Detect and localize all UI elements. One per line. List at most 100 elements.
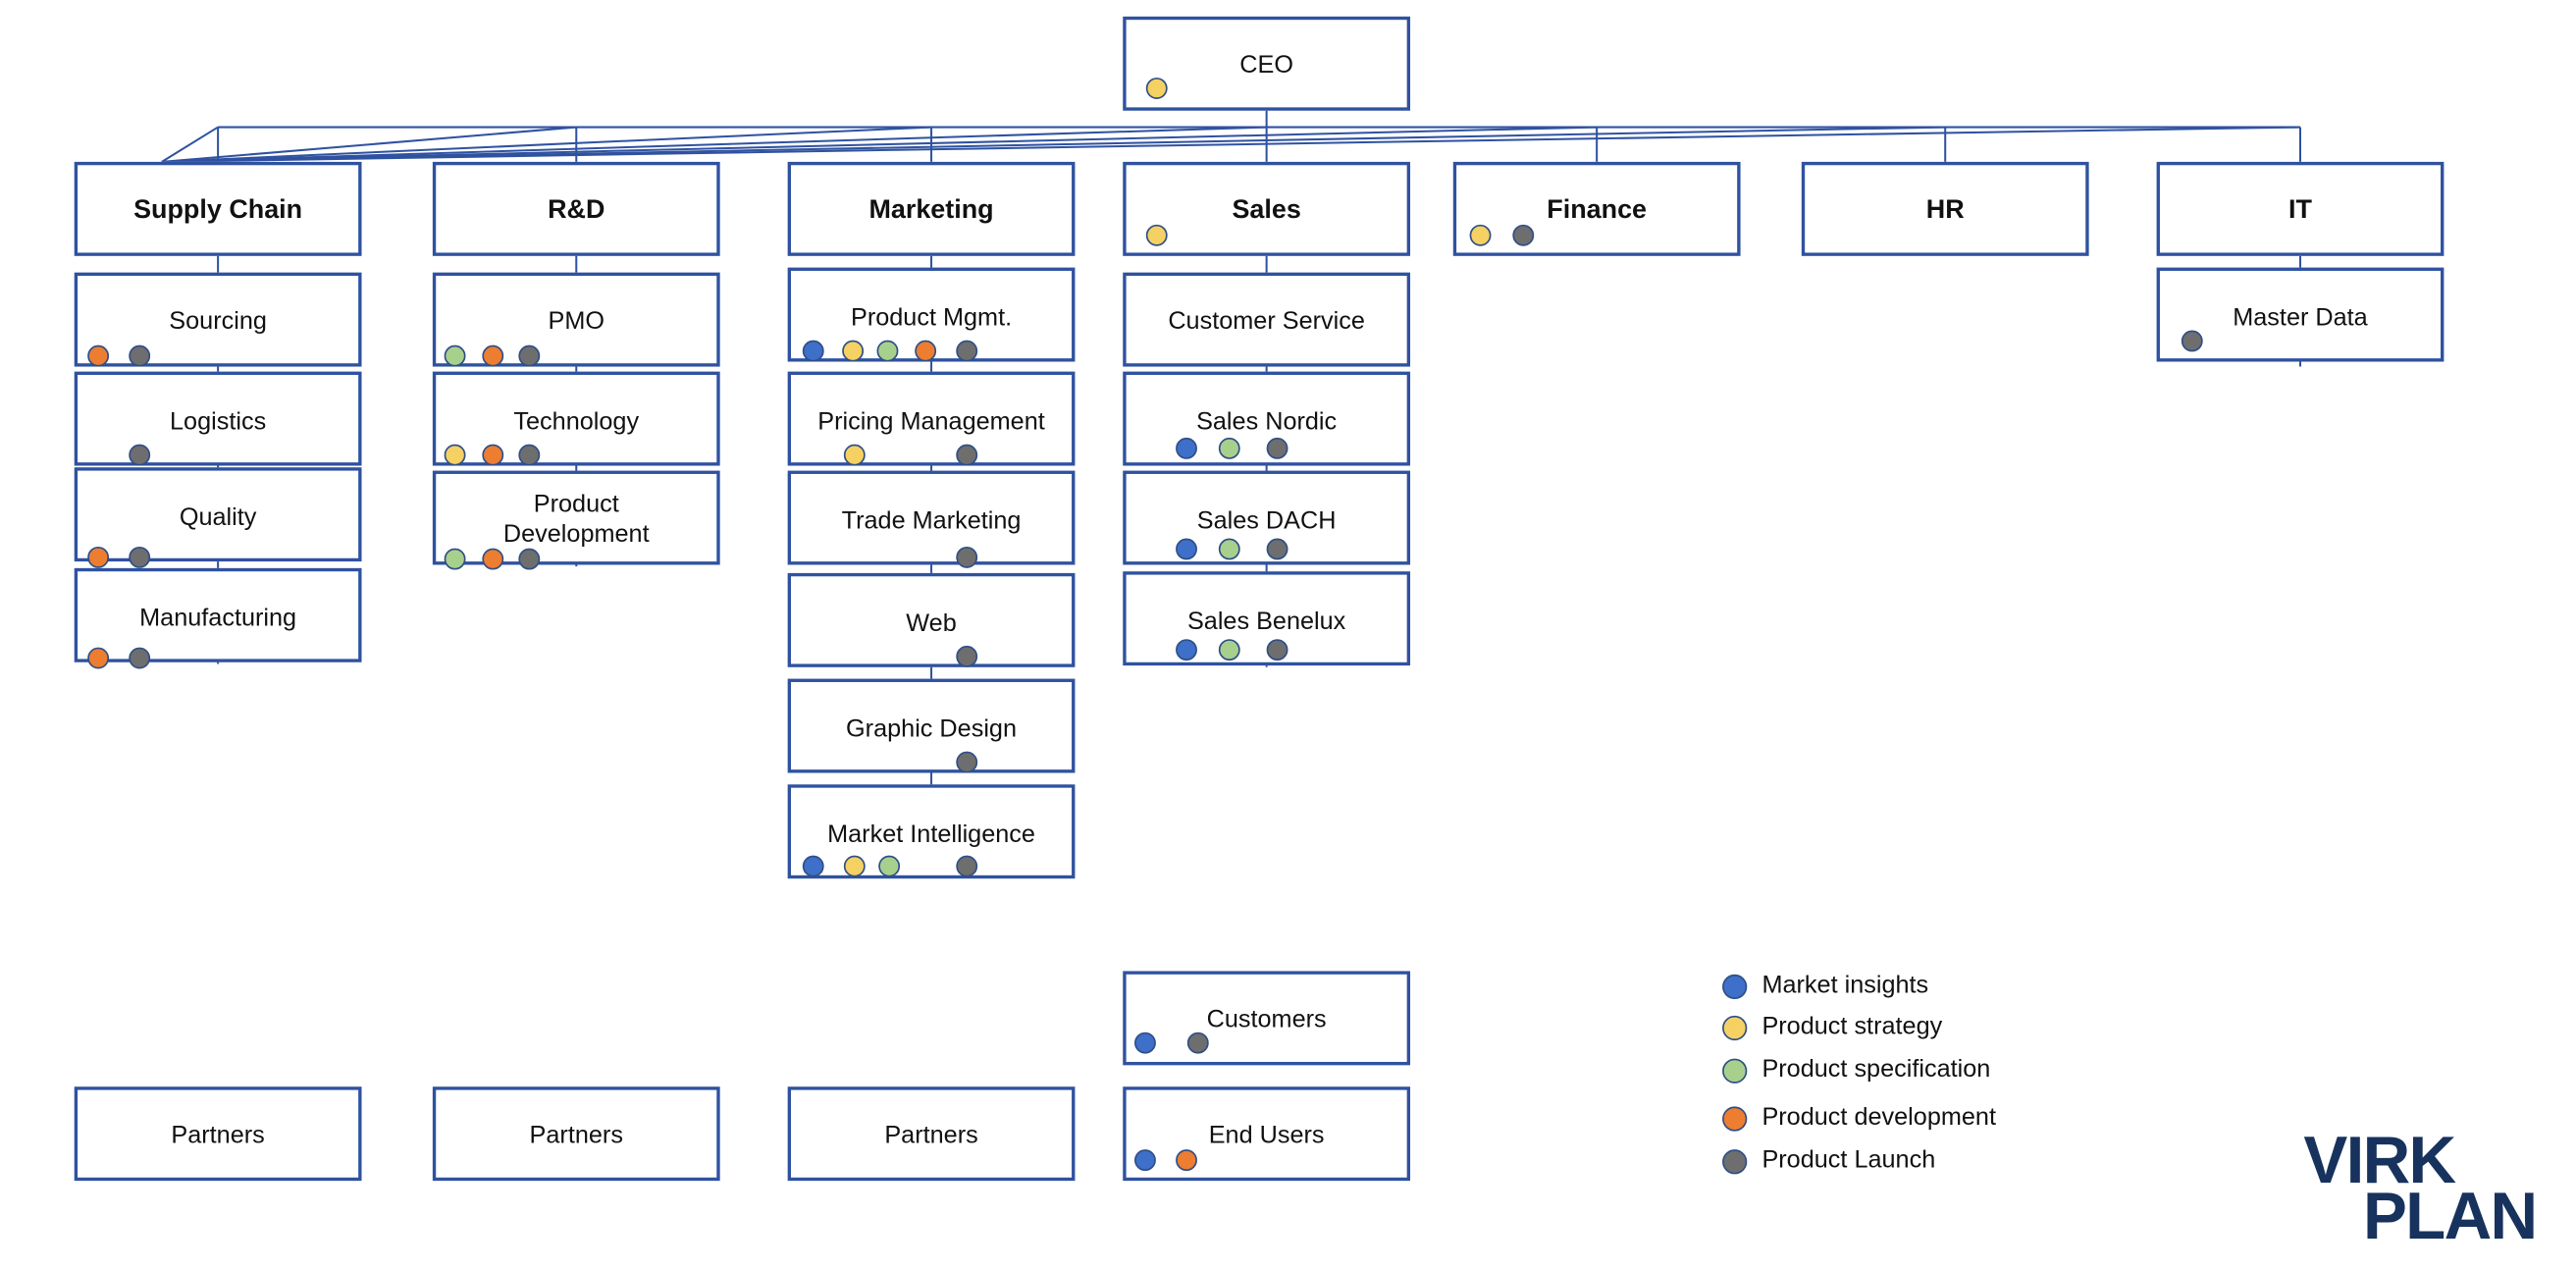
unit-quality[interactable]: Quality: [74, 467, 362, 568]
specification-dot-icon: [444, 344, 466, 367]
unit-logistics[interactable]: Logistics: [74, 371, 362, 466]
legend-label: Product development: [1761, 1103, 1996, 1132]
department-hr[interactable]: HR: [1801, 161, 2089, 256]
logo-line-2: PLAN: [2362, 1181, 2538, 1254]
box-label: Finance: [1547, 196, 1648, 225]
unit-customer-service[interactable]: Customer Service: [1123, 272, 1411, 367]
development-dot-icon: [1722, 1106, 1748, 1132]
external-partners-supply-chain[interactable]: Partners: [74, 1086, 362, 1182]
box-label: Sales Benelux: [1186, 608, 1346, 636]
box-label: Quality: [179, 503, 257, 532]
box-label: R&D: [548, 196, 605, 225]
legend-label: Product specification: [1761, 1055, 1991, 1084]
insights-dot-icon: [1134, 1149, 1156, 1172]
external-customers[interactable]: Customers: [1123, 971, 1411, 1066]
unit-graphic-design[interactable]: Graphic Design: [787, 678, 1076, 773]
box-label: Partners: [171, 1121, 265, 1150]
box-label: Web: [906, 609, 957, 638]
department-it[interactable]: IT: [2156, 161, 2445, 256]
box-label: Partners: [884, 1121, 978, 1150]
specification-dot-icon: [878, 855, 901, 877]
box-label: IT: [2288, 196, 2312, 225]
launch-dot-icon: [129, 546, 151, 568]
department-marketing[interactable]: Marketing: [787, 161, 1076, 256]
unit-web[interactable]: Web: [787, 572, 1076, 667]
launch-dot-icon: [956, 546, 978, 568]
connector-line: [161, 126, 219, 163]
ceo-box[interactable]: CEO: [1123, 16, 1411, 111]
box-label: Customer Service: [1168, 306, 1365, 336]
unit-sourcing[interactable]: Sourcing: [74, 272, 362, 367]
unit-sales-nordic[interactable]: Sales Nordic: [1123, 371, 1411, 466]
box-label: Partners: [529, 1121, 623, 1150]
box-label: Sales Nordic: [1196, 407, 1338, 437]
unit-sales-dach[interactable]: Sales DACH: [1123, 470, 1411, 565]
box-label: Supply Chain: [133, 196, 303, 225]
department-rnd[interactable]: R&D: [432, 161, 720, 256]
legend-label: Product strategy: [1761, 1012, 1943, 1041]
launch-dot-icon: [1722, 1149, 1748, 1175]
launch-dot-icon: [956, 855, 978, 877]
launch-dot-icon: [1266, 538, 1288, 560]
development-dot-icon: [482, 344, 504, 367]
unit-technology[interactable]: Technology: [432, 371, 720, 466]
development-dot-icon: [915, 340, 937, 362]
strategy-dot-icon: [1145, 224, 1168, 246]
box-label: Sales: [1232, 196, 1301, 225]
external-partners-rnd[interactable]: Partners: [432, 1086, 720, 1182]
box-label: Logistics: [170, 407, 267, 437]
launch-dot-icon: [1266, 437, 1288, 459]
specification-dot-icon: [1722, 1058, 1748, 1084]
strategy-dot-icon: [843, 855, 866, 877]
launch-dot-icon: [518, 344, 541, 367]
unit-product-development[interactable]: Product Development: [432, 470, 720, 570]
unit-pmo[interactable]: PMO: [432, 272, 720, 367]
strategy-dot-icon: [842, 340, 865, 362]
connector-line: [161, 126, 577, 163]
box-label: Pricing Management: [817, 407, 1045, 437]
specification-dot-icon: [444, 548, 466, 570]
department-finance[interactable]: Finance: [1452, 161, 1741, 256]
unit-product-mgmt[interactable]: Product Mgmt.: [787, 267, 1076, 362]
strategy-dot-icon: [1722, 1015, 1748, 1041]
box-label: Manufacturing: [139, 604, 297, 633]
connector-line: [161, 126, 1267, 163]
box-label: PMO: [548, 306, 605, 336]
unit-sales-benelux[interactable]: Sales Benelux: [1123, 571, 1411, 666]
launch-dot-icon: [956, 444, 978, 466]
launch-dot-icon: [518, 444, 541, 466]
external-end-users[interactable]: End Users: [1123, 1086, 1411, 1182]
launch-dot-icon: [129, 444, 151, 466]
insights-dot-icon: [1176, 538, 1197, 560]
strategy-dot-icon: [444, 444, 466, 466]
unit-manufacturing[interactable]: Manufacturing: [74, 567, 362, 669]
box-label: CEO: [1239, 51, 1293, 79]
virkplan-logo: VIRK PLAN: [2303, 1124, 2538, 1254]
unit-trade-marketing[interactable]: Trade Marketing: [787, 470, 1076, 568]
insights-dot-icon: [1134, 1032, 1156, 1054]
external-partners-marketing[interactable]: Partners: [787, 1086, 1076, 1182]
development-dot-icon: [87, 647, 110, 669]
box-label: Market Intelligence: [827, 820, 1035, 849]
unit-master-data[interactable]: Master Data: [2156, 267, 2445, 362]
legend-label: Market insights: [1761, 971, 1929, 1000]
specification-dot-icon: [1218, 639, 1240, 661]
department-supply-chain[interactable]: Supply Chain: [74, 161, 362, 256]
launch-dot-icon: [129, 647, 151, 669]
logo-line-1: VIRK: [2303, 1124, 2456, 1197]
development-dot-icon: [87, 546, 110, 568]
specification-dot-icon: [1218, 538, 1240, 560]
insights-dot-icon: [1176, 437, 1197, 459]
legend-label: Product Launch: [1761, 1145, 1936, 1175]
launch-dot-icon: [1186, 1032, 1209, 1054]
insights-dot-icon: [1176, 639, 1197, 661]
box-label: Customers: [1206, 1005, 1327, 1034]
department-sales[interactable]: Sales: [1123, 161, 1411, 256]
connector-line: [161, 126, 1598, 163]
unit-market-intelligence[interactable]: Market Intelligence: [787, 784, 1076, 879]
unit-pricing-management[interactable]: Pricing Management: [787, 371, 1076, 466]
box-label: End Users: [1208, 1121, 1325, 1150]
specification-dot-icon: [1218, 437, 1240, 459]
launch-dot-icon: [1512, 224, 1535, 246]
